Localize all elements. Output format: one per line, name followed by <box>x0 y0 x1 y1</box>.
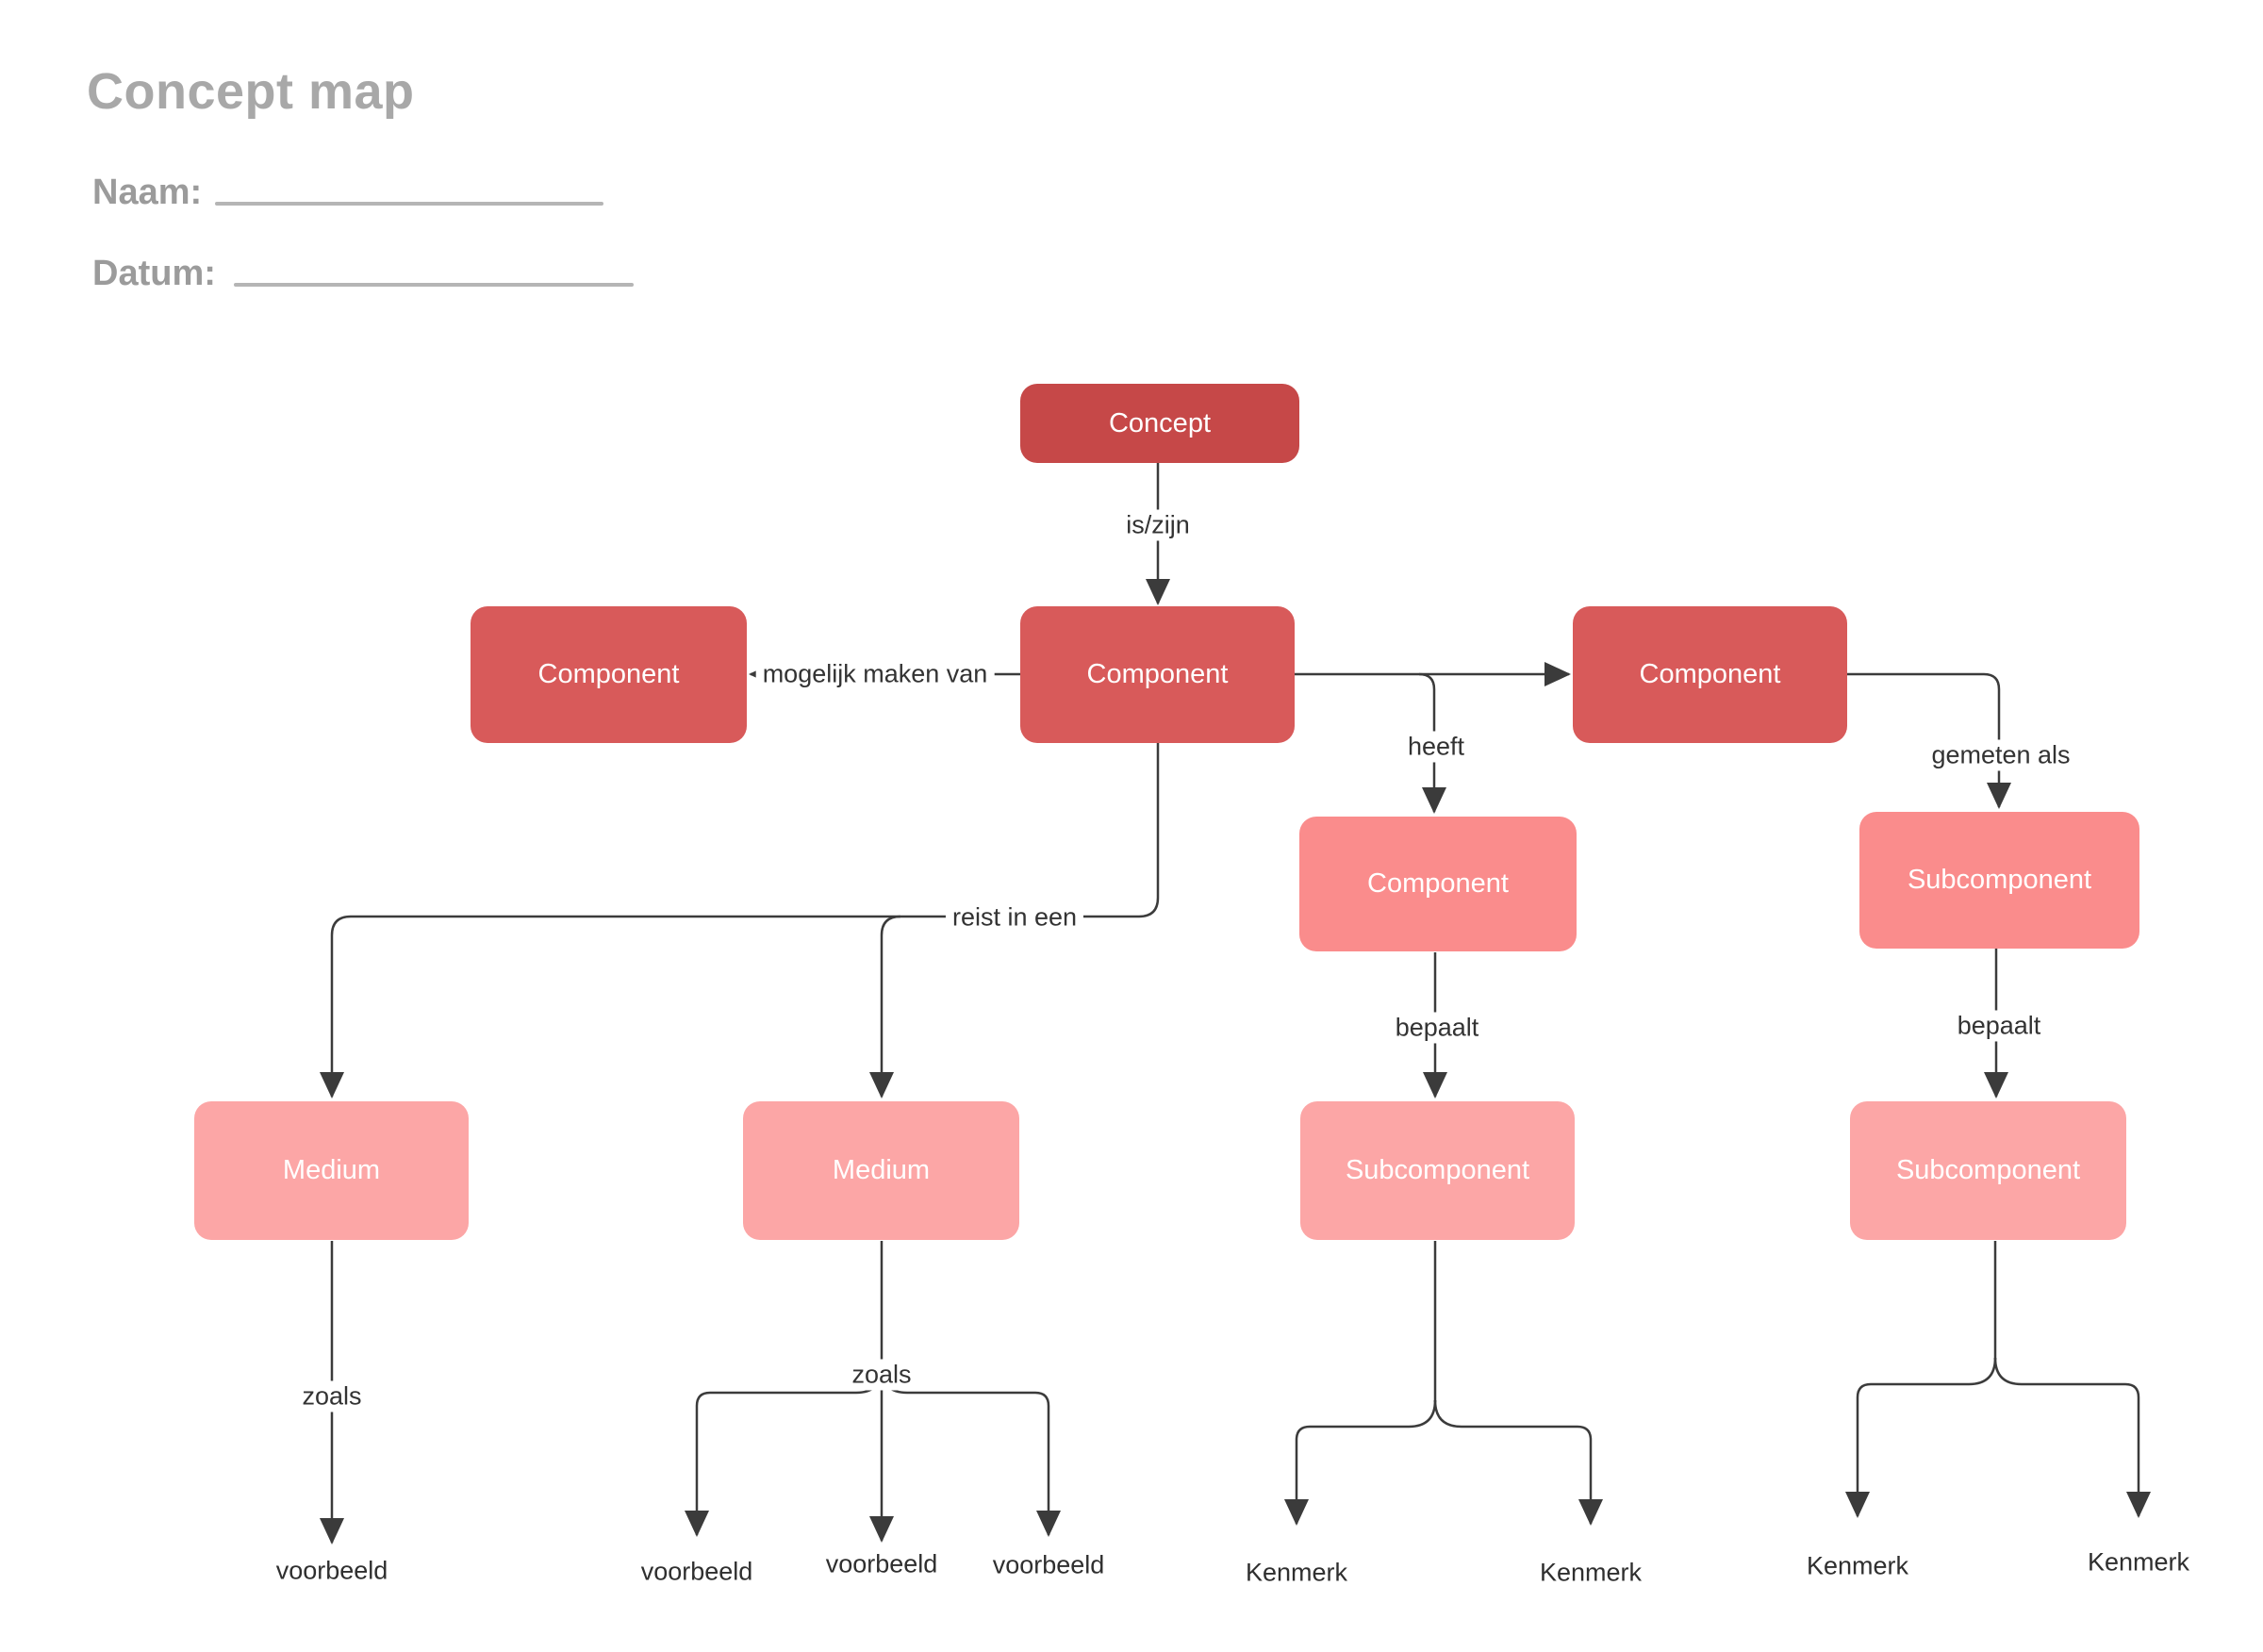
leaf-kenmerk-4[interactable]: Kenmerk <box>2087 1547 2190 1577</box>
edge-label-mogelijk-maken-van[interactable]: mogelijk maken van <box>755 658 995 690</box>
name-field-label: Naam: <box>92 173 203 212</box>
node-subcomponent-gemeten[interactable]: Subcomponent <box>1859 812 2139 949</box>
edge-label-bepaalt-left[interactable]: bepaalt <box>1388 1012 1486 1044</box>
edge-label-is-zijn[interactable]: is/zijn <box>1119 509 1197 541</box>
page-title: Concept map <box>87 63 415 120</box>
edge-label-reist-in-een[interactable]: reist in een <box>945 901 1084 933</box>
leaf-voorbeeld-left[interactable]: voorbeeld <box>275 1556 388 1585</box>
date-field-label: Datum: <box>92 254 216 293</box>
node-concept[interactable]: Concept <box>1020 384 1299 463</box>
node-medium-right[interactable]: Medium <box>743 1101 1019 1240</box>
node-component-heeft[interactable]: Component <box>1299 817 1577 951</box>
edge-label-zoals-left[interactable]: zoals <box>295 1380 369 1412</box>
leaf-kenmerk-2[interactable]: Kenmerk <box>1539 1558 1643 1587</box>
node-component-right[interactable]: Component <box>1573 606 1847 743</box>
edge-label-bepaalt-right[interactable]: bepaalt <box>1950 1010 2048 1042</box>
leaf-kenmerk-1[interactable]: Kenmerk <box>1245 1558 1348 1587</box>
edge-label-gemeten-als[interactable]: gemeten als <box>1924 739 2077 771</box>
leaf-voorbeeld-mid-left[interactable]: voorbeeld <box>640 1557 753 1586</box>
edge-label-zoals-right[interactable]: zoals <box>845 1359 918 1391</box>
node-subcomponent-bepaalt-left[interactable]: Subcomponent <box>1300 1101 1575 1240</box>
leaf-kenmerk-3[interactable]: Kenmerk <box>1806 1551 1909 1580</box>
node-component-left[interactable]: Component <box>471 606 747 743</box>
date-field-line <box>234 283 634 287</box>
name-field-line <box>215 202 603 206</box>
node-component-center[interactable]: Component <box>1020 606 1295 743</box>
leaf-voorbeeld-mid-center[interactable]: voorbeeld <box>825 1549 938 1578</box>
leaf-voorbeeld-mid-right[interactable]: voorbeeld <box>992 1550 1105 1579</box>
node-subcomponent-bepaalt-right[interactable]: Subcomponent <box>1850 1101 2126 1240</box>
edge-label-heeft[interactable]: heeft <box>1400 731 1472 763</box>
node-medium-left[interactable]: Medium <box>194 1101 469 1240</box>
